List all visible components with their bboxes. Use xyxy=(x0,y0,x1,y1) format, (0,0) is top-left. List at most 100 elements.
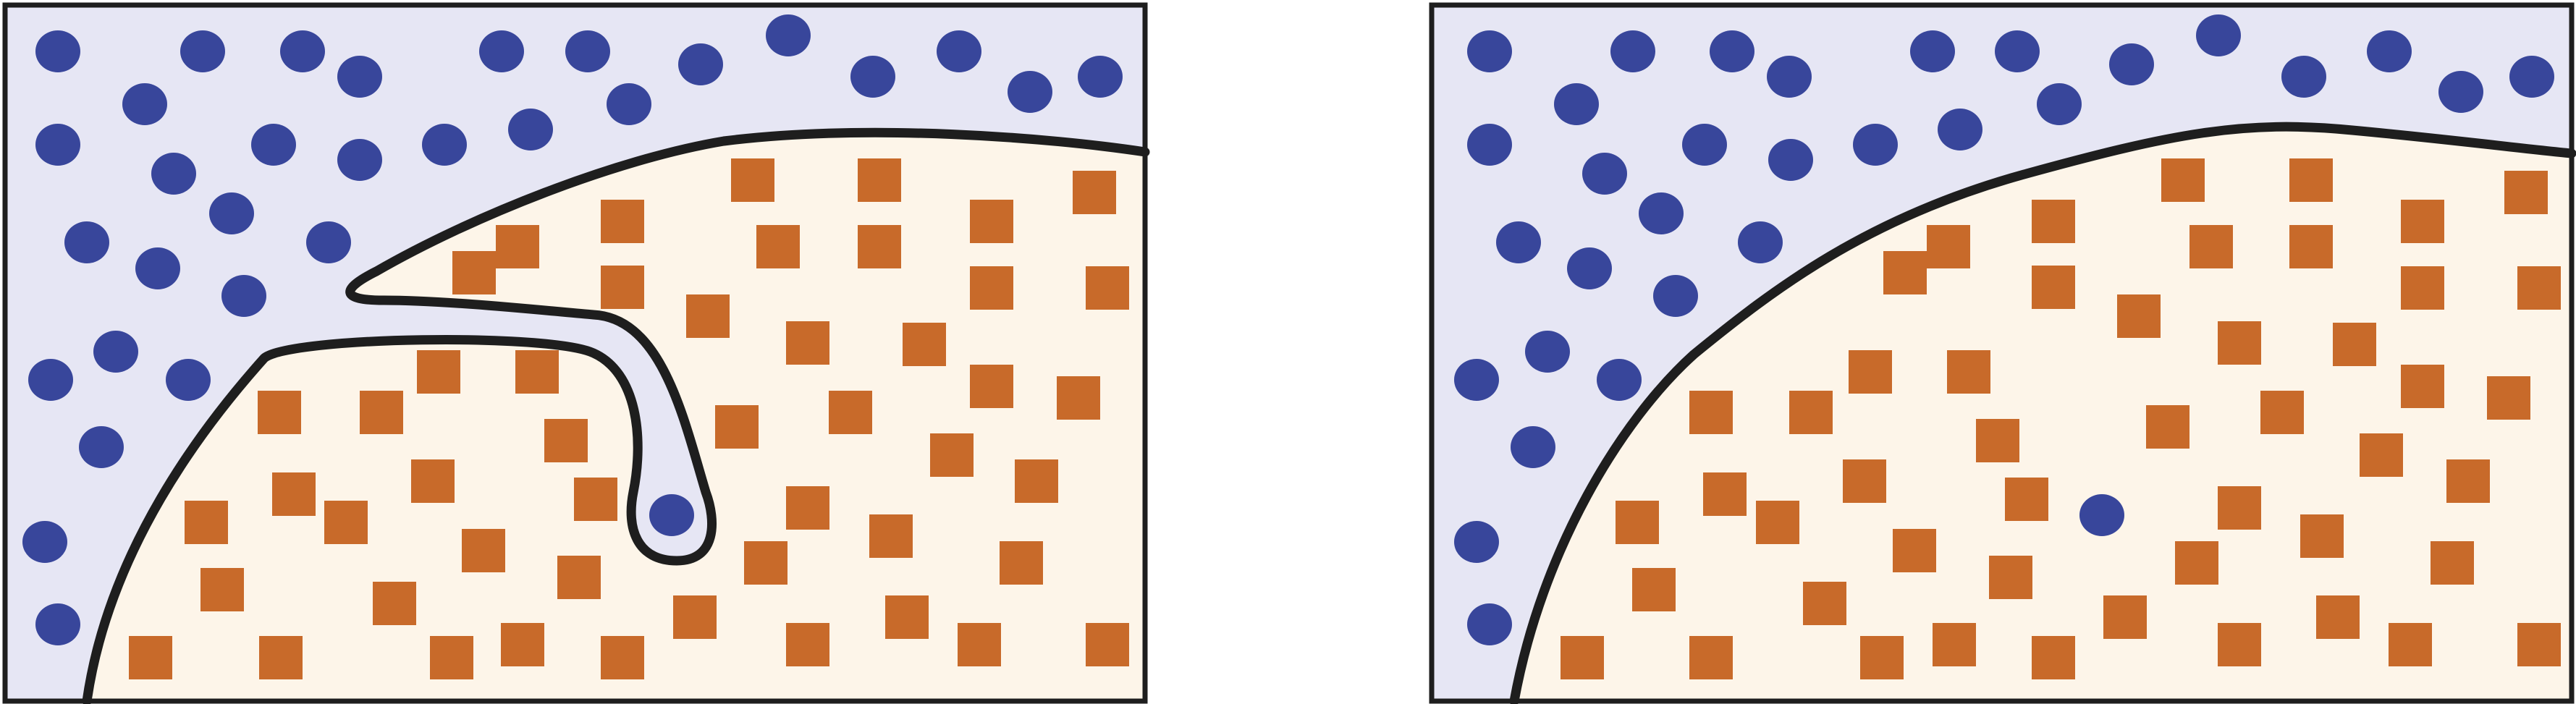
square-marker xyxy=(1803,582,1846,625)
circle-marker xyxy=(221,275,266,317)
right-panel-boundary xyxy=(1509,122,2576,704)
square-marker xyxy=(869,514,913,558)
left-panel-region-b xyxy=(87,132,1145,702)
left-panel xyxy=(2,2,1150,704)
square-marker xyxy=(970,200,1013,243)
square-marker xyxy=(259,636,303,679)
square-marker xyxy=(544,419,588,462)
circle-marker xyxy=(337,56,382,98)
square-marker xyxy=(2032,266,2075,309)
circle-marker xyxy=(937,30,981,72)
square-marker xyxy=(2218,486,2261,530)
circle-marker xyxy=(1653,275,1698,317)
circle-marker xyxy=(35,124,80,166)
circle-marker xyxy=(850,56,895,98)
square-marker xyxy=(2389,623,2432,666)
circle-marker xyxy=(93,331,138,373)
square-marker xyxy=(2333,323,2376,366)
square-marker xyxy=(903,323,946,366)
square-marker xyxy=(258,391,301,434)
circle-marker xyxy=(280,30,325,72)
circle-marker xyxy=(1567,247,1612,289)
circle-marker xyxy=(2079,494,2124,536)
square-marker xyxy=(129,636,172,679)
circle-marker xyxy=(2196,14,2241,56)
circle-marker xyxy=(35,30,80,72)
circle-marker xyxy=(1582,153,1627,195)
square-marker xyxy=(2005,478,2048,521)
circle-marker xyxy=(565,30,610,72)
square-marker xyxy=(1843,459,1886,503)
square-marker xyxy=(1976,419,2019,462)
square-marker xyxy=(601,266,644,309)
square-marker xyxy=(1561,636,1604,679)
square-marker xyxy=(501,623,544,666)
square-marker xyxy=(2401,200,2444,243)
square-marker xyxy=(2146,405,2189,449)
circle-marker xyxy=(1454,521,1499,563)
square-marker xyxy=(411,459,455,503)
square-marker xyxy=(2175,541,2218,585)
circle-marker xyxy=(306,221,351,263)
square-marker xyxy=(417,350,460,394)
square-marker xyxy=(1989,556,2032,599)
circle-marker xyxy=(151,153,196,195)
circle-marker xyxy=(2509,56,2554,98)
circle-marker xyxy=(422,124,467,166)
square-marker xyxy=(1756,501,1799,544)
square-marker xyxy=(373,582,416,625)
circle-marker xyxy=(22,521,67,563)
square-marker xyxy=(324,501,368,544)
circle-marker xyxy=(64,221,109,263)
square-marker xyxy=(744,541,787,585)
circle-marker xyxy=(135,247,180,289)
circle-marker xyxy=(2438,71,2483,113)
circle-marker xyxy=(2037,83,2082,125)
square-marker xyxy=(1632,568,1676,611)
square-marker xyxy=(601,636,644,679)
circle-marker xyxy=(1767,56,1812,98)
circle-marker xyxy=(1525,331,1570,373)
square-marker xyxy=(515,350,559,394)
circle-marker xyxy=(1910,30,1955,72)
circle-marker xyxy=(1610,30,1655,72)
square-marker xyxy=(200,568,244,611)
circle-marker xyxy=(251,124,296,166)
square-marker xyxy=(885,595,929,639)
square-marker xyxy=(2401,266,2444,310)
square-marker xyxy=(1057,376,1100,420)
square-marker xyxy=(1927,225,1970,268)
square-marker xyxy=(2487,376,2530,420)
square-marker xyxy=(2289,158,2333,202)
square-marker xyxy=(557,556,601,599)
circle-marker xyxy=(1554,83,1599,125)
right-panel xyxy=(1429,2,2576,704)
square-marker xyxy=(1883,251,1927,294)
left-panel-boundary xyxy=(82,127,1150,704)
square-marker xyxy=(2218,321,2261,365)
square-marker xyxy=(2504,171,2548,214)
circle-marker xyxy=(607,83,651,125)
square-marker xyxy=(2189,225,2233,268)
circle-marker xyxy=(649,494,694,536)
circle-marker xyxy=(1078,56,1123,98)
circle-marker xyxy=(1995,30,2040,72)
square-marker xyxy=(1789,391,1833,434)
circle-marker xyxy=(1467,30,1512,72)
square-marker xyxy=(2360,433,2403,477)
circle-marker xyxy=(2367,30,2412,72)
square-marker xyxy=(452,251,496,294)
circle-marker xyxy=(1768,139,1813,181)
square-marker xyxy=(462,529,505,572)
square-marker xyxy=(185,501,228,544)
circle-marker xyxy=(766,14,811,56)
square-marker xyxy=(2032,200,2075,243)
square-marker xyxy=(2517,623,2561,666)
circle-marker xyxy=(1710,30,1754,72)
circle-marker xyxy=(479,30,524,72)
circle-marker xyxy=(1467,124,1512,166)
circle-marker xyxy=(166,359,211,401)
circle-marker xyxy=(1938,109,1982,150)
square-marker xyxy=(930,433,974,477)
